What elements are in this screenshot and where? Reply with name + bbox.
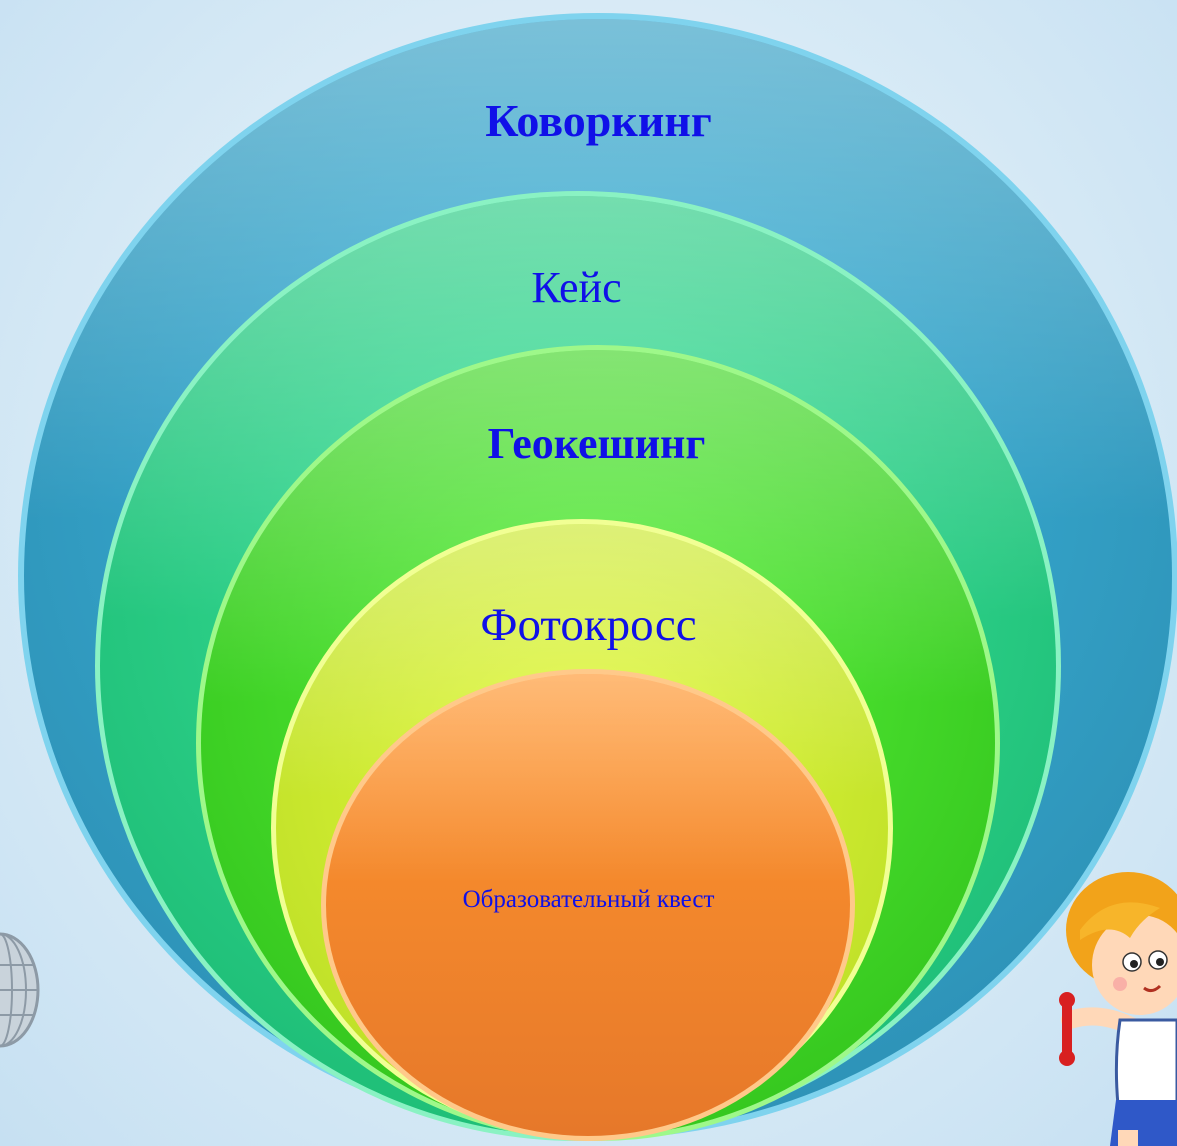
boy-with-dumbbell-illustration [1059,872,1177,1146]
ring-label-photocross: Фотокросс [480,599,697,651]
globe-decoration-icon [0,932,40,1048]
ring-label-geocaching: Геокешинг [487,419,706,468]
ring-5 [321,669,855,1141]
ring-label-case: Кейс [531,263,622,312]
ring-label-educational-quest: Образовательный квест [462,886,715,913]
ring-label-coworking: Коворкинг [485,95,712,146]
